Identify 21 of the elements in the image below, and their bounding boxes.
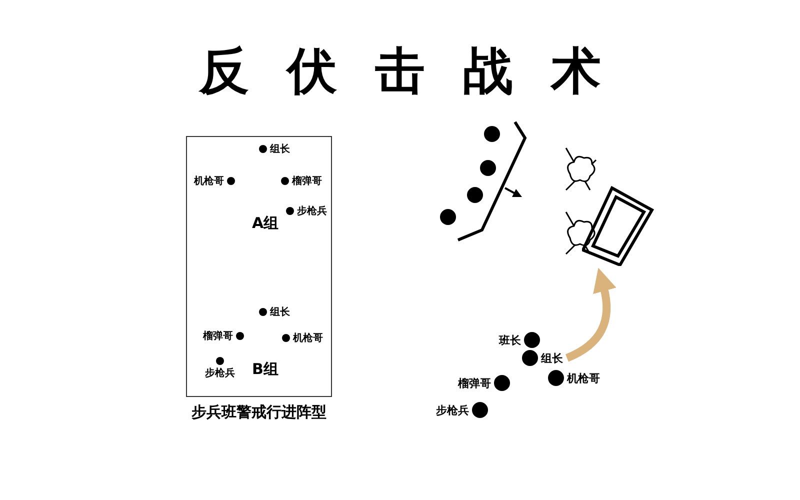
soldier-dot (467, 187, 483, 203)
soldier-label: 机枪哥 (194, 174, 224, 188)
soldier-label: 步枪兵 (205, 366, 235, 380)
soldier-dot (484, 126, 500, 142)
soldier-label: 榴弹哥 (292, 174, 322, 188)
title: 反伏击战术 (198, 41, 640, 102)
formation-caption: 步兵班警戒行进阵型 (190, 403, 328, 422)
soldier-dot (480, 160, 496, 176)
soldier-label: 机枪哥 (293, 332, 323, 345)
soldier-label: 组长 (270, 306, 290, 319)
soldier-label: 组长 (541, 350, 563, 366)
soldier-label: 班长 (499, 332, 521, 348)
soldier-label: 机枪哥 (567, 370, 600, 386)
soldier-label: 榴弹哥 (203, 330, 233, 343)
soldier-label: 步枪兵 (297, 204, 327, 218)
soldier-dot (440, 209, 456, 225)
group-label: B组 (252, 360, 278, 379)
group-label: A组 (252, 214, 279, 233)
soldier-label: 步枪兵 (436, 402, 469, 418)
soldier-label: 组长 (270, 142, 290, 156)
soldier-label: 榴弹哥 (458, 376, 491, 390)
